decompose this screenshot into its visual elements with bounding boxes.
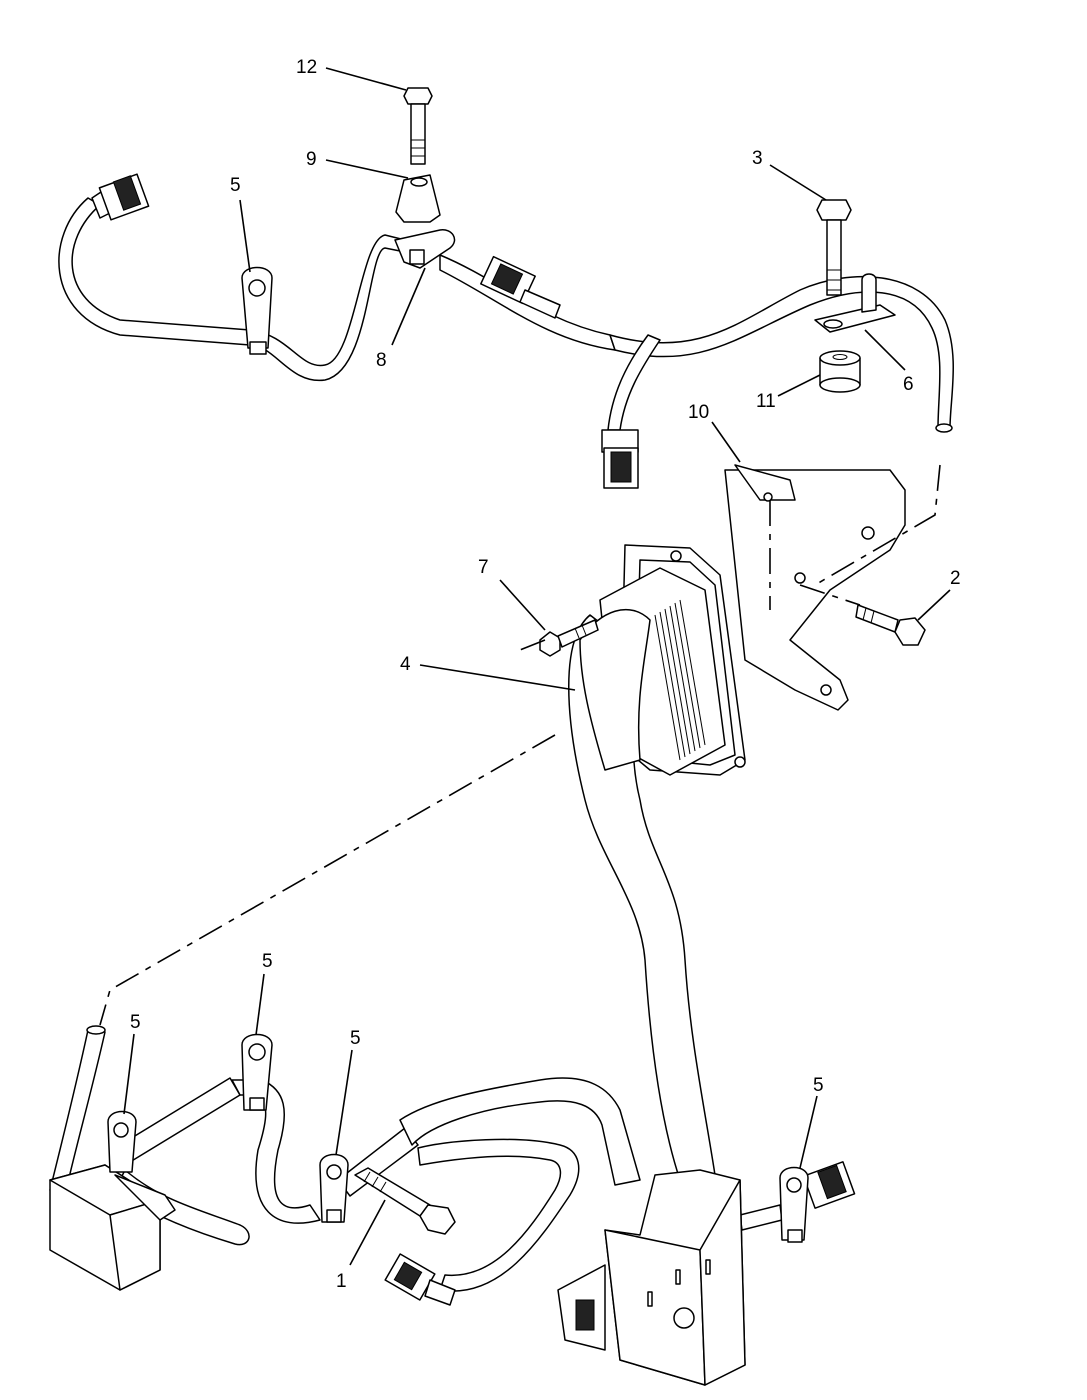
connector-lower-right bbox=[802, 1161, 856, 1209]
callout-label-5: 5 bbox=[350, 1028, 361, 1049]
callout-9: 9 bbox=[306, 149, 409, 179]
plate-6 bbox=[814, 273, 896, 333]
callout-label-5: 5 bbox=[230, 175, 241, 196]
callout-12: 12 bbox=[296, 57, 407, 91]
callout-5-upper: 5 bbox=[230, 175, 251, 273]
callout-label-7: 7 bbox=[478, 557, 489, 578]
callout-label-5: 5 bbox=[262, 951, 273, 972]
callout-6: 6 bbox=[864, 329, 914, 395]
callout-3: 3 bbox=[752, 148, 827, 201]
connector-top-left bbox=[91, 173, 150, 221]
callout-4: 4 bbox=[400, 654, 576, 691]
hose-end bbox=[935, 423, 953, 433]
upper-wiring-harness bbox=[58, 87, 954, 489]
spacer-11 bbox=[819, 350, 861, 393]
callout-8: 8 bbox=[376, 267, 426, 371]
callout-label-5: 5 bbox=[130, 1012, 141, 1033]
bracket-10 bbox=[724, 464, 906, 711]
upper-hose-right bbox=[609, 275, 954, 429]
clip-lower-4 bbox=[779, 1166, 809, 1243]
clip-lower-2 bbox=[241, 1033, 273, 1111]
callout-5-lower-4: 5 bbox=[799, 1075, 824, 1169]
clip-lower-3 bbox=[319, 1153, 349, 1223]
mounting-bracket-lower bbox=[557, 1169, 746, 1386]
callout-label-11: 11 bbox=[756, 391, 776, 412]
callout-5-lower-2: 5 bbox=[255, 951, 273, 1036]
connector-upper-branch bbox=[601, 429, 639, 489]
clip-lower-1 bbox=[107, 1110, 137, 1173]
callout-label-2: 2 bbox=[950, 568, 961, 589]
callout-label-9: 9 bbox=[306, 149, 317, 170]
callout-label-12: 12 bbox=[296, 57, 317, 78]
bolt-7 bbox=[539, 619, 599, 657]
upper-hose-left bbox=[58, 197, 406, 382]
callout-label-1: 1 bbox=[336, 1271, 347, 1292]
callout-label-6: 6 bbox=[903, 374, 914, 395]
lower-wiring-harness bbox=[49, 1025, 856, 1386]
bolt-3 bbox=[816, 199, 852, 296]
clamp-8 bbox=[394, 229, 456, 269]
callout-2: 2 bbox=[917, 568, 961, 621]
callout-label-10: 10 bbox=[688, 402, 709, 423]
bracket-9 bbox=[395, 174, 441, 223]
callout-5-lower-3: 5 bbox=[335, 1028, 361, 1156]
callout-11: 11 bbox=[756, 374, 821, 412]
connector-upper-middle bbox=[480, 255, 561, 319]
connector-box-lower-left bbox=[49, 1164, 176, 1291]
callouts: 12 9 5 8 3 6 11 10 bbox=[123, 57, 961, 1292]
callout-label-3: 3 bbox=[752, 148, 763, 169]
alignment-lines bbox=[99, 464, 941, 1026]
callout-7: 7 bbox=[478, 557, 546, 631]
ecm-fins bbox=[654, 599, 706, 761]
clip-upper-left bbox=[241, 266, 273, 355]
callout-5-lower-1: 5 bbox=[123, 1012, 141, 1115]
bolt-1 bbox=[354, 1167, 456, 1235]
bolt-2 bbox=[855, 604, 926, 646]
callout-label-8: 8 bbox=[376, 350, 387, 371]
callout-label-4: 4 bbox=[400, 654, 411, 675]
callout-1: 1 bbox=[336, 1199, 386, 1292]
callout-10: 10 bbox=[688, 402, 741, 463]
callout-label-5: 5 bbox=[813, 1075, 824, 1096]
connector-lower-middle bbox=[384, 1253, 456, 1306]
bolt-12 bbox=[403, 87, 433, 165]
